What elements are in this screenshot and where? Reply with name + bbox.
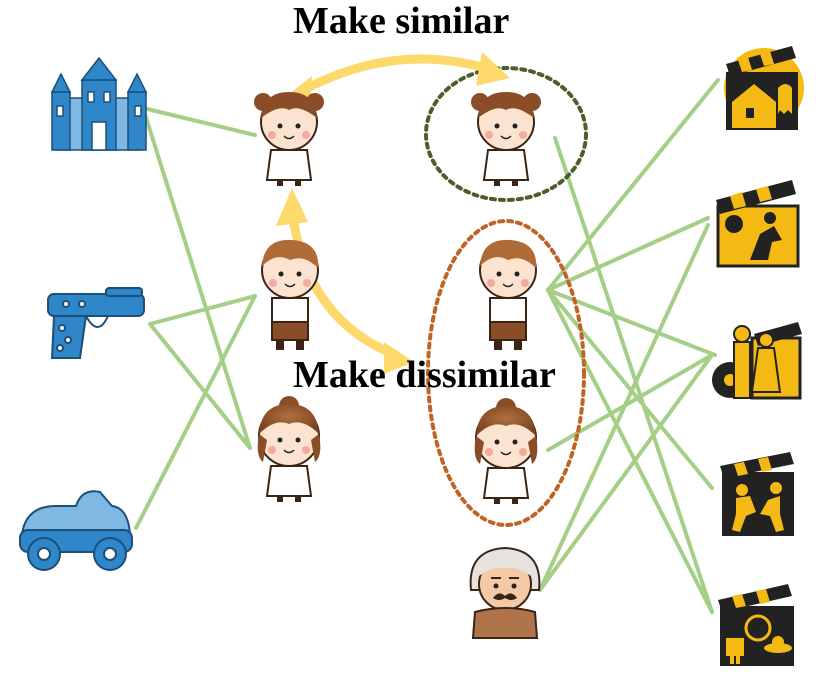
toy-gun-icon (47, 287, 145, 359)
toy-car-icon (19, 490, 133, 571)
horror-movie-icon (724, 46, 804, 130)
edge (141, 106, 257, 137)
edge (134, 294, 257, 530)
castle-icon (50, 56, 148, 151)
romance-movie-icon (712, 322, 802, 400)
girl-pigtails-icon (254, 92, 324, 186)
edge (148, 322, 252, 450)
edge (546, 78, 720, 292)
interaction-edges (134, 78, 720, 614)
edge (538, 353, 714, 592)
similar-group-outline (424, 66, 588, 202)
scifi-movie-icon (718, 584, 794, 666)
edge (141, 106, 252, 450)
fight-movie-icon (720, 452, 794, 536)
action-movie-icon (716, 180, 800, 268)
edge (553, 136, 714, 614)
edge (546, 288, 714, 614)
make-dissimilar-arrow (276, 188, 414, 374)
make-similar-label: Make similar (293, 0, 510, 42)
edge (546, 353, 714, 452)
make-dissimilar-label: Make dissimilar (293, 354, 556, 396)
edge (538, 223, 710, 592)
edge (148, 294, 257, 326)
girl-bun-icon (474, 398, 538, 504)
dissimilar-group-outline (426, 219, 586, 527)
girl-bun-icon (257, 396, 321, 502)
old-man-icon (469, 546, 541, 639)
girl-pigtails-icon (471, 92, 541, 186)
boy-icon (261, 239, 319, 350)
edge (546, 288, 714, 490)
edge (546, 216, 710, 292)
boy-icon (479, 239, 537, 350)
